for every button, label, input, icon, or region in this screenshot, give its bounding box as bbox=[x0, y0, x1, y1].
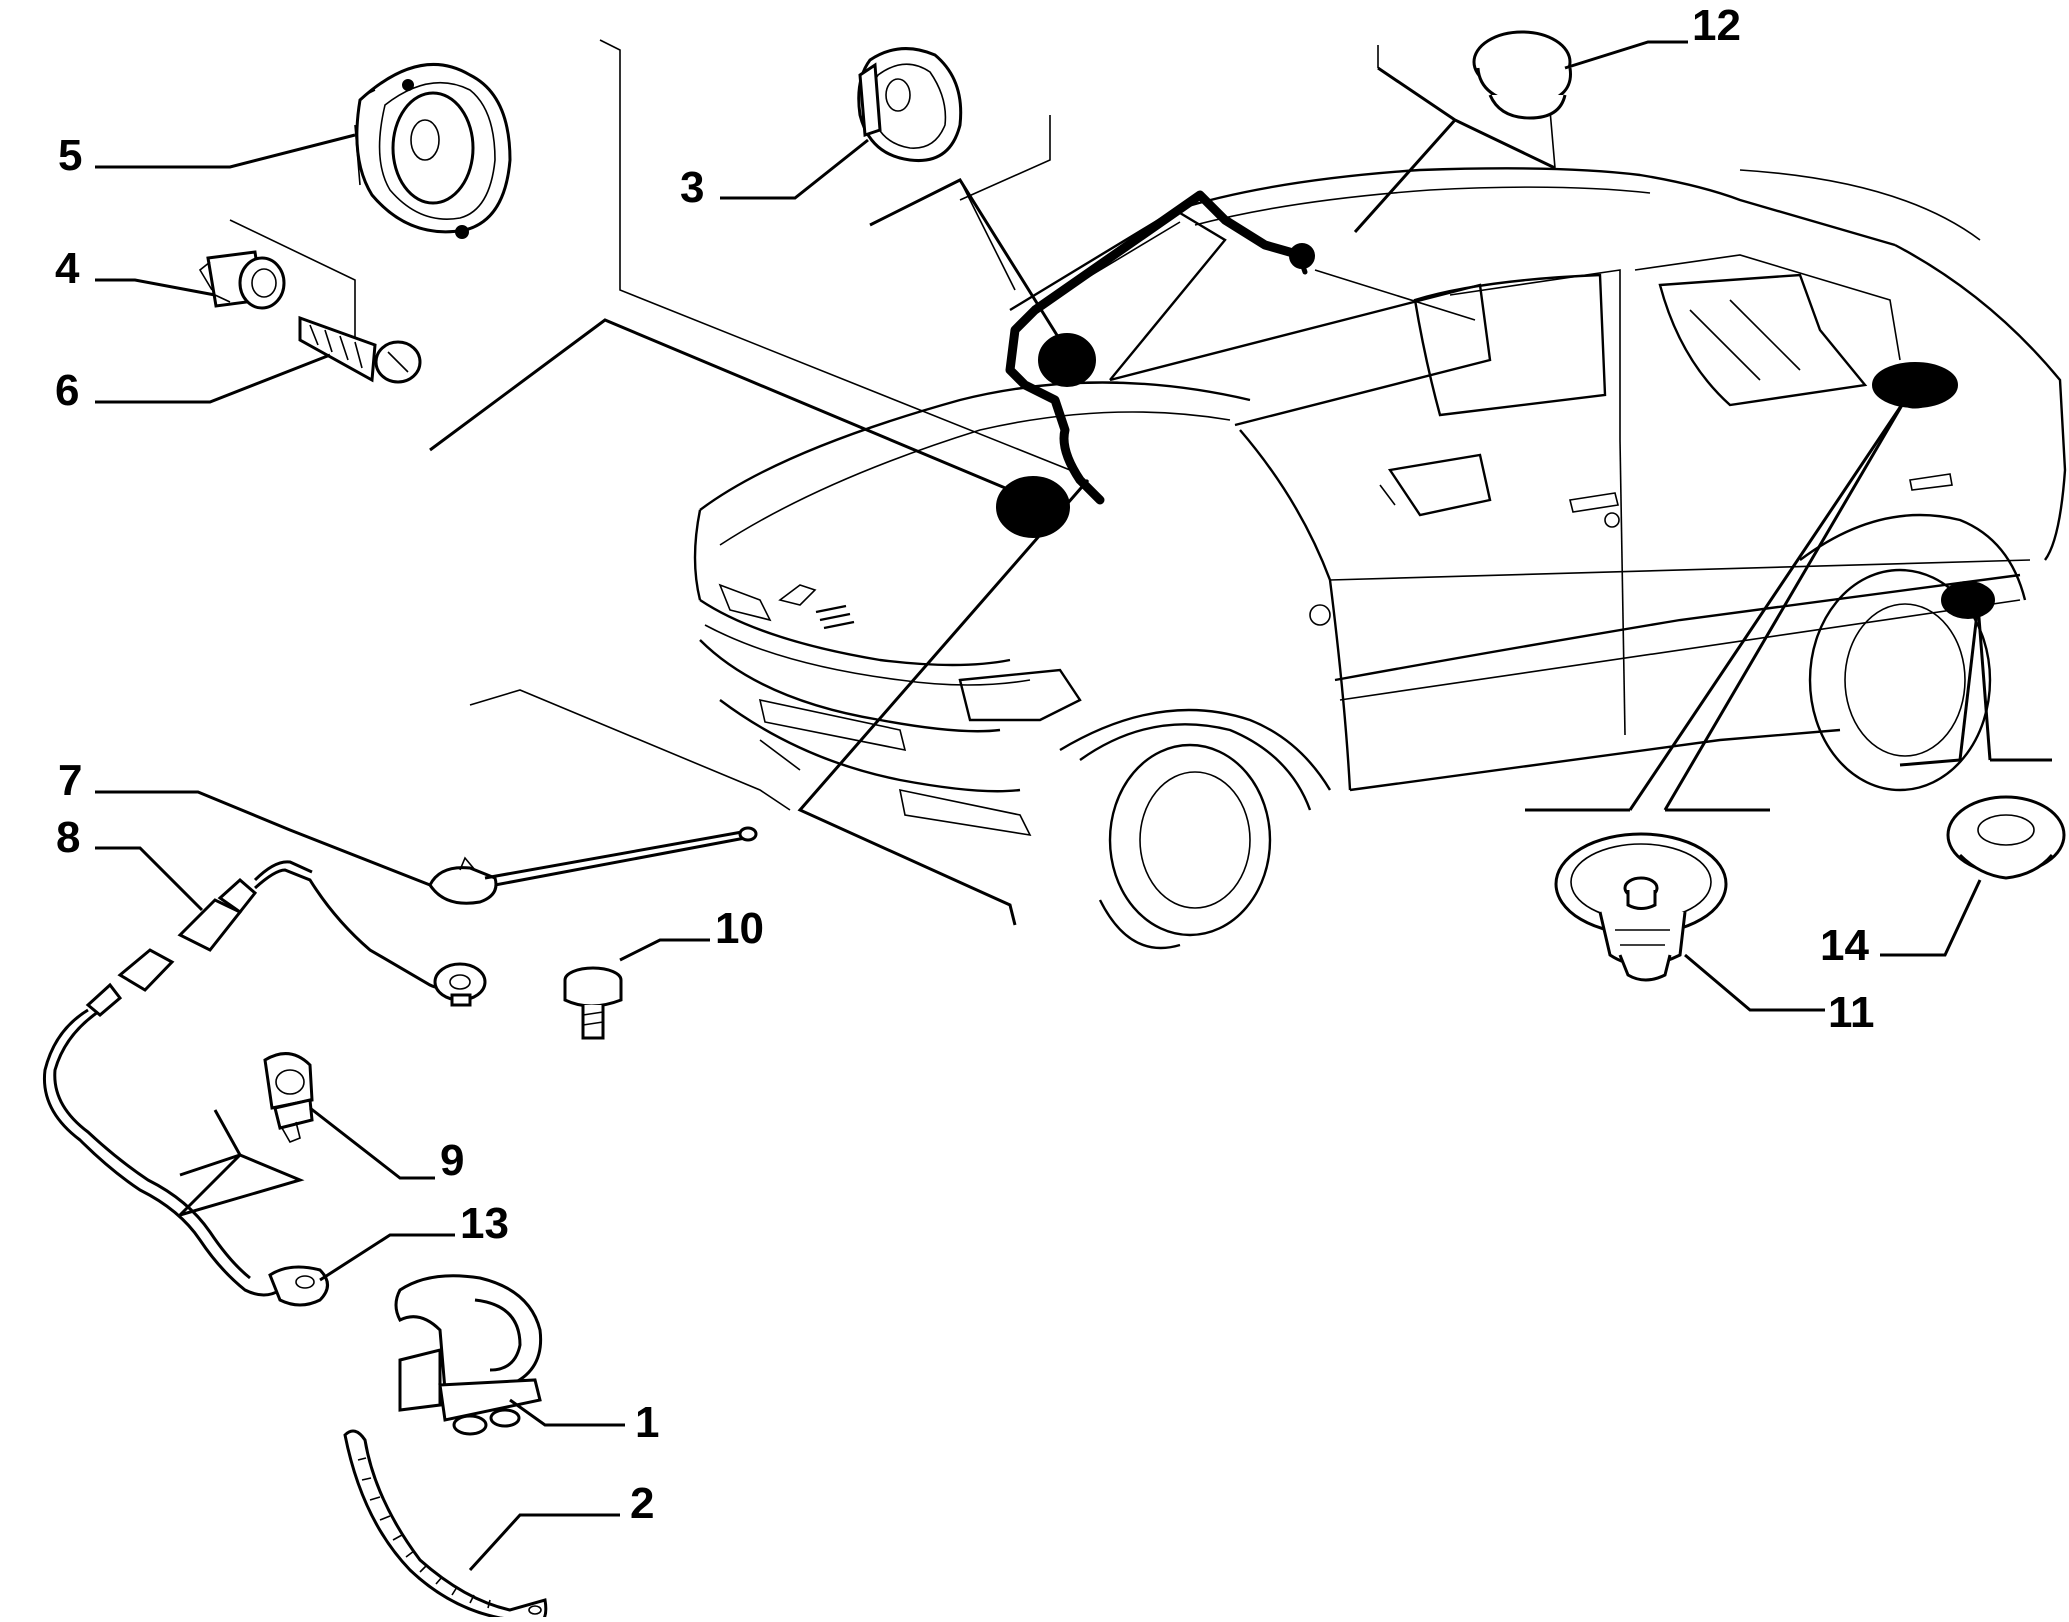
part-1-holder bbox=[394, 1274, 543, 1436]
callout-11: 11 bbox=[1828, 988, 1875, 1037]
car-illustration bbox=[693, 167, 2067, 950]
part-4-clip bbox=[198, 250, 286, 310]
callout-labels: 5 4 6 3 12 7 8 10 9 13 1 2 11 14 bbox=[55, 1, 1875, 1528]
part-13-cable bbox=[42, 948, 329, 1307]
part-7-lead bbox=[428, 826, 758, 905]
callout-9: 9 bbox=[440, 1136, 464, 1185]
callout-10: 10 bbox=[715, 904, 764, 953]
part-2-cable-tie bbox=[343, 1429, 548, 1622]
callout-3: 3 bbox=[680, 163, 704, 212]
callout-13: 13 bbox=[460, 1199, 509, 1248]
leader-lines bbox=[178, 39, 2052, 1217]
callout-14: 14 bbox=[1820, 921, 1869, 970]
callout-7: 7 bbox=[58, 756, 82, 805]
part-9-connector bbox=[263, 1052, 314, 1144]
callout-2: 2 bbox=[630, 1479, 654, 1528]
callout-5: 5 bbox=[58, 131, 82, 180]
speaker-location-front-a bbox=[1038, 333, 1096, 387]
part-14-grommet bbox=[1946, 795, 2066, 880]
callout-1: 1 bbox=[635, 1398, 659, 1447]
callout-4: 4 bbox=[55, 244, 80, 293]
callout-6: 6 bbox=[55, 366, 79, 415]
part-3-speaker bbox=[857, 47, 963, 163]
part-5-speaker-bracket bbox=[354, 62, 512, 239]
callout-leaders bbox=[95, 40, 1982, 1572]
part-12-cap bbox=[1472, 30, 1572, 120]
part-11-speaker bbox=[1554, 832, 1728, 982]
wiring-harness bbox=[996, 190, 1995, 619]
speaker-location-front-b bbox=[996, 476, 1070, 538]
part-8-cable bbox=[177, 860, 487, 1007]
part-10-fastener bbox=[563, 966, 623, 1040]
callout-12: 12 bbox=[1692, 1, 1741, 50]
callout-8: 8 bbox=[56, 813, 80, 862]
part-6-screw bbox=[298, 315, 422, 384]
